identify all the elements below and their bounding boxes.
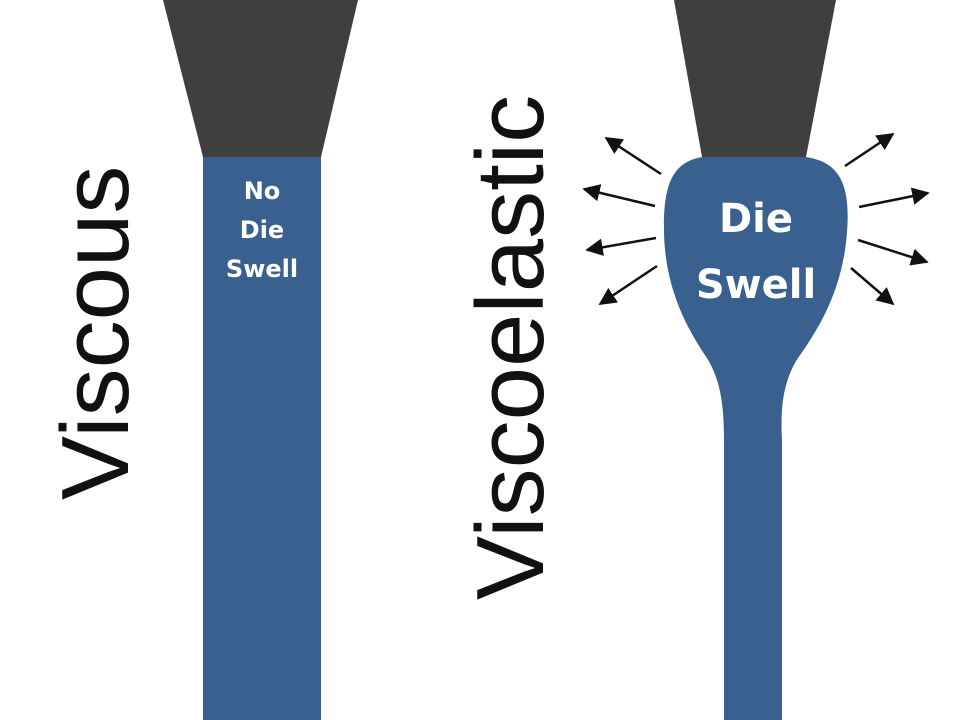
no-die-swell-line-1: No [244, 177, 281, 205]
viscoelastic-panel: Viscoelastic Die Swell [457, 0, 930, 720]
no-die-swell-line-2: Die [240, 216, 284, 244]
viscoelastic-swollen-stream [663, 157, 848, 720]
expansion-arrow-icon [850, 267, 895, 306]
viscous-die [163, 0, 358, 157]
expansion-arrow-icon [604, 136, 662, 176]
no-die-swell-line-3: Swell [226, 255, 298, 283]
expansion-arrow-icon [857, 238, 929, 266]
die-swell-line-1: Die [719, 196, 793, 242]
expansion-arrow-icon [585, 236, 657, 256]
viscoelastic-die [674, 0, 836, 157]
viscous-panel: Viscous No Die Swell [42, 0, 358, 720]
viscous-stream [203, 157, 321, 720]
expansion-arrow-icon [844, 132, 895, 168]
right-expansion-arrows [844, 132, 930, 306]
viscoelastic-label: Viscoelastic [457, 95, 564, 600]
expansion-arrow-icon [858, 187, 930, 209]
die-swell-line-2: Swell [696, 262, 816, 308]
expansion-arrow-icon [582, 184, 656, 208]
expansion-arrow-icon [598, 264, 658, 306]
left-expansion-arrows [582, 136, 662, 306]
viscous-label: Viscous [42, 166, 149, 500]
